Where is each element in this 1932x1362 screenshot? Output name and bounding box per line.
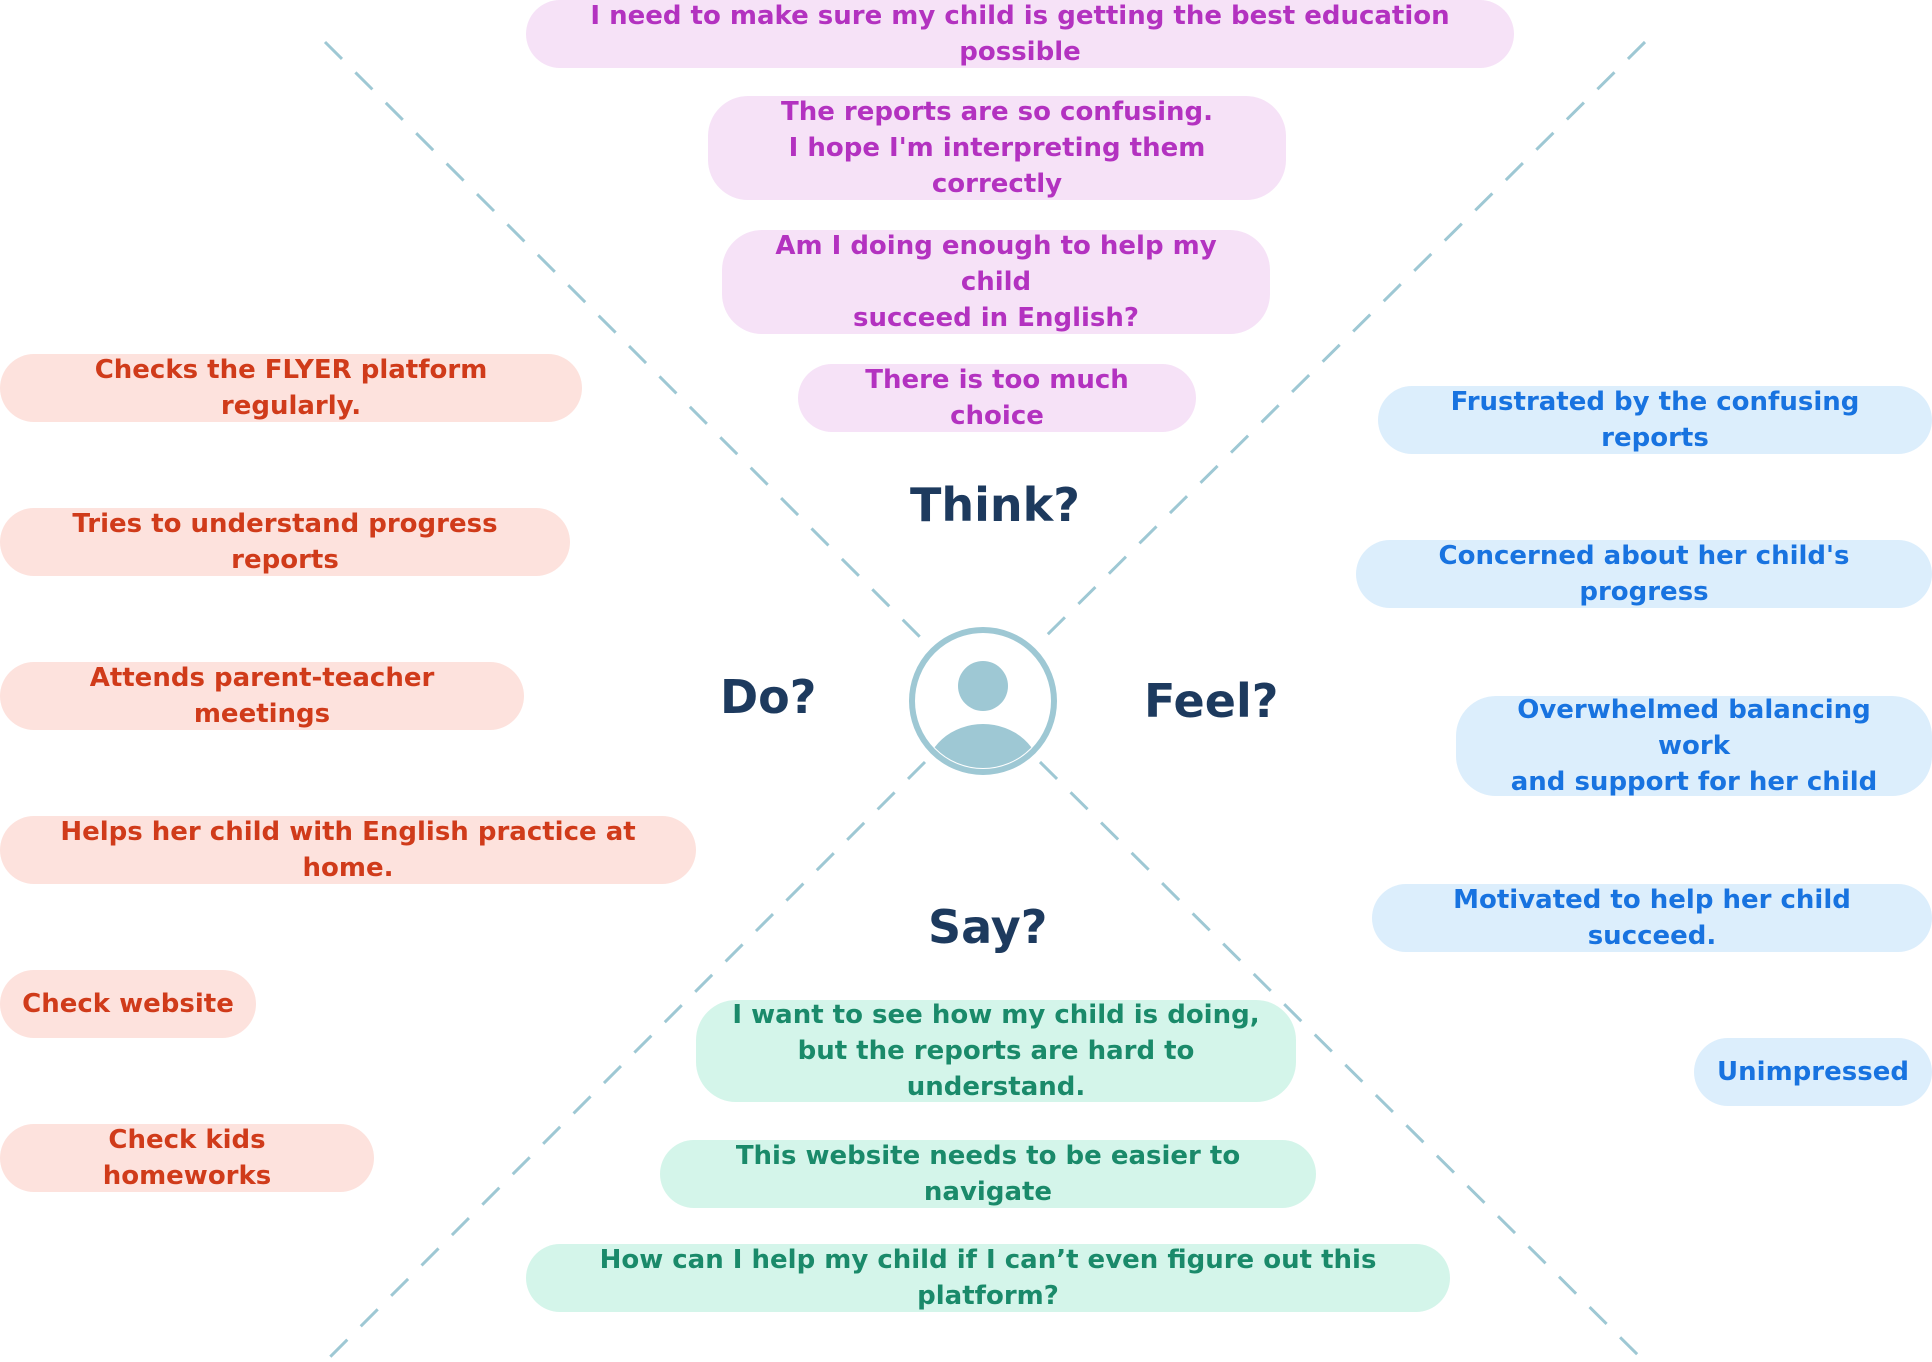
do-item: Attends parent-teacher meetings	[0, 662, 524, 730]
feel-item: Motivated to help her child succeed.	[1372, 884, 1932, 952]
divider-line-bottom-right	[1038, 760, 1647, 1362]
do-item: Checks the FLYER platform regularly.	[0, 354, 582, 422]
divider-line-bottom-left	[323, 760, 927, 1362]
feel-item: Concerned about her child's progress	[1356, 540, 1932, 608]
divider-line-top-left	[323, 40, 927, 644]
do-label: Do?	[720, 670, 817, 724]
say-item: This website needs to be easier to navig…	[660, 1140, 1316, 1208]
think-item: There is too much choice	[798, 364, 1196, 432]
do-item: Check website	[0, 970, 256, 1038]
think-item: I need to make sure my child is getting …	[526, 0, 1514, 68]
do-item: Helps her child with English practice at…	[0, 816, 696, 884]
divider-line-top-right	[1038, 40, 1647, 644]
think-label: Think?	[910, 478, 1080, 532]
feel-item: Unimpressed	[1694, 1038, 1932, 1106]
do-item: Check kids homeworks	[0, 1124, 374, 1192]
person-icon	[909, 627, 1057, 775]
feel-item: Overwhelmed balancing work and support f…	[1456, 695, 1932, 797]
think-item: The reports are so confusing. I hope I'm…	[708, 96, 1286, 200]
say-item: I want to see how my child is doing, but…	[696, 1000, 1296, 1102]
think-item: Am I doing enough to help my child succe…	[722, 230, 1270, 334]
say-label: Say?	[928, 900, 1048, 954]
feel-label: Feel?	[1144, 674, 1279, 728]
do-item: Tries to understand progress reports	[0, 508, 570, 576]
say-item: How can I help my child if I can’t even …	[526, 1244, 1450, 1312]
feel-item: Frustrated by the confusing reports	[1378, 386, 1932, 454]
